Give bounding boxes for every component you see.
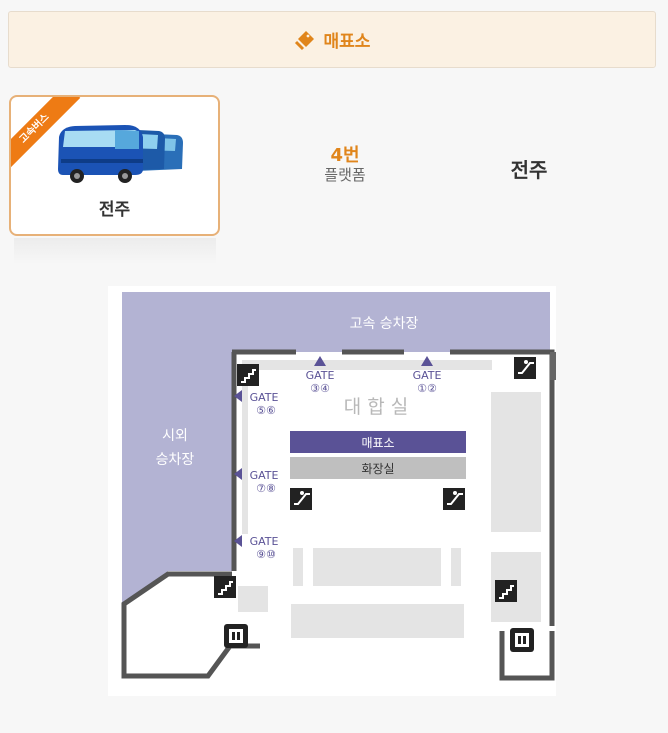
gate-label: GATE	[250, 535, 279, 548]
intercity-area-label-1: 시외	[162, 428, 188, 444]
ticket-icon	[294, 30, 314, 50]
stairs-icon	[495, 580, 517, 602]
intercity-area-label-2: 승차장	[156, 452, 195, 468]
elevator-icon	[224, 624, 248, 648]
gate-number: ⑨⑩	[256, 548, 276, 561]
ticket-office-label: 매표소	[361, 436, 394, 450]
terminal-map: 고속 승차장 시외 승차장	[108, 286, 556, 696]
escalator-icon	[443, 488, 465, 510]
gate-number: ①②	[417, 382, 437, 395]
gate-number: ⑦⑧	[256, 482, 276, 495]
gate-number: ⑤⑥	[256, 404, 276, 417]
restroom-block	[290, 457, 466, 479]
stairs-icon	[237, 364, 259, 386]
stairs-icon	[214, 576, 236, 598]
gate-label: GATE	[306, 369, 335, 382]
escalator-icon	[290, 488, 312, 510]
gate-number: ③④	[310, 382, 330, 395]
bus-image	[58, 125, 183, 183]
platform-info: 4번 플랫폼	[300, 145, 390, 185]
express-boarding-area	[122, 292, 550, 352]
card-shadow	[14, 238, 216, 264]
waiting-hall-label: 대 합 실	[344, 396, 409, 418]
escalator-icon	[514, 357, 536, 379]
gate-label: GATE	[413, 369, 442, 382]
express-bus-card[interactable]: 고속버스 전주	[9, 95, 220, 236]
platform-number: 4번	[330, 145, 360, 166]
platform-label: 플랫폼	[324, 166, 366, 184]
ticket-office-block	[290, 431, 466, 453]
bus-card-destination: 전주	[98, 200, 131, 220]
gate-label: GATE	[250, 391, 279, 404]
elevator-icon	[510, 628, 534, 652]
header-title: 매표소	[323, 32, 371, 52]
restroom-label: 화장실	[361, 462, 394, 476]
destination-text: 전주	[510, 158, 548, 182]
ticket-office-header: 매표소	[8, 11, 656, 68]
intercity-boarding-area	[122, 352, 232, 604]
express-area-label: 고속 승차장	[350, 316, 419, 332]
gate-label: GATE	[250, 469, 279, 482]
